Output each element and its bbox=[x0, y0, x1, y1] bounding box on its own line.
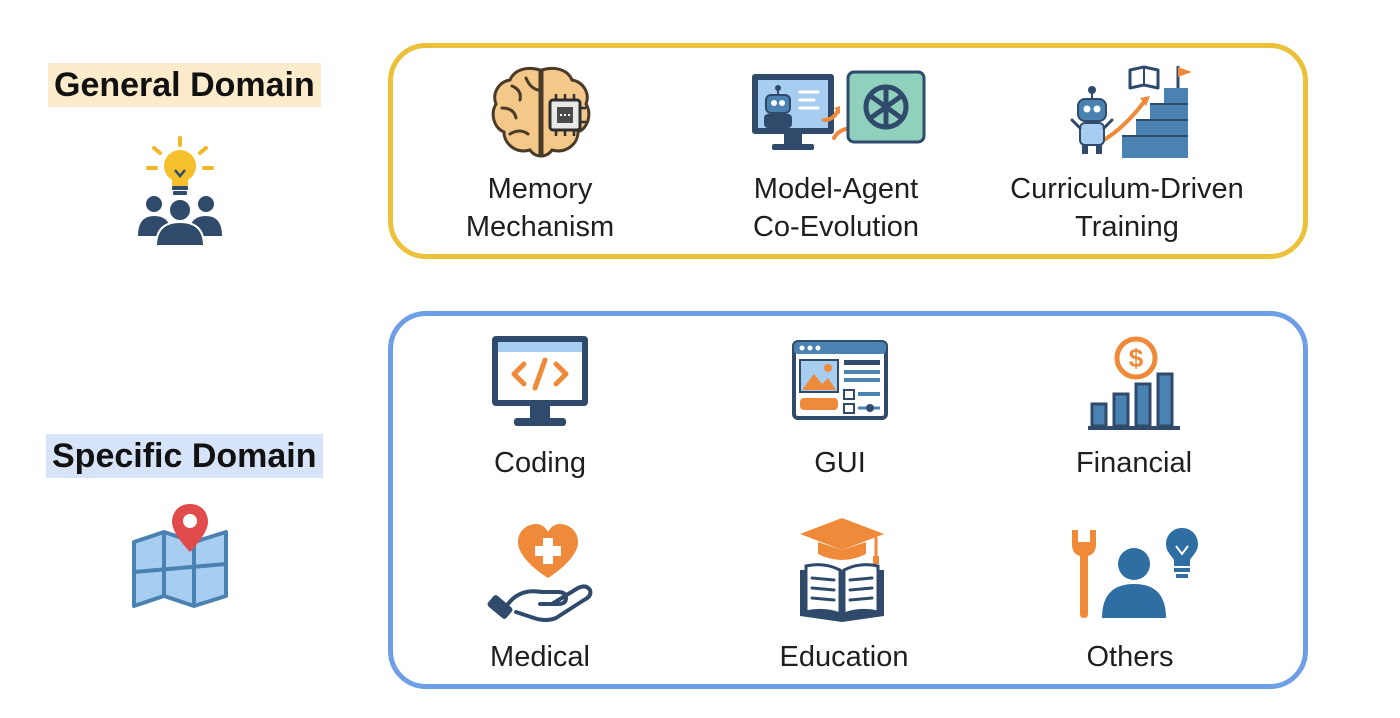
specific-domain-panel bbox=[388, 311, 1308, 689]
code-monitor-icon bbox=[490, 334, 590, 430]
map-pin-icon bbox=[128, 502, 232, 608]
lightbulb-team-icon bbox=[134, 136, 226, 248]
dollar-bar-chart-icon: $ bbox=[1086, 336, 1182, 432]
browser-window-icon bbox=[792, 340, 888, 420]
graduation-book-icon bbox=[796, 514, 888, 624]
general-item-memory-label: Memory Mechanism bbox=[465, 173, 615, 243]
robot-stairs-book-icon bbox=[1068, 64, 1192, 160]
specific-item-financial-label: Financial bbox=[1075, 447, 1193, 479]
specific-item-others-label: Others bbox=[1086, 641, 1174, 673]
wrench-person-bulb-icon bbox=[1066, 526, 1198, 620]
general-item-coevolution-label: Model-Agent Co-Evolution bbox=[752, 173, 920, 243]
specific-item-coding-label: Coding bbox=[494, 447, 586, 479]
brain-chip-icon bbox=[490, 64, 592, 160]
specific-item-medical-label: Medical bbox=[490, 641, 590, 673]
svg-text:$: $ bbox=[1129, 343, 1144, 373]
general-domain-title: General Domain bbox=[48, 63, 321, 107]
specific-item-education-label: Education bbox=[779, 641, 909, 673]
heart-hand-icon bbox=[486, 520, 594, 628]
robot-monitor-exchange-icon bbox=[750, 70, 930, 160]
specific-domain-title: Specific Domain bbox=[46, 434, 323, 478]
specific-item-gui-label: GUI bbox=[814, 447, 866, 479]
general-domain-panel bbox=[388, 43, 1308, 259]
general-item-curriculum-label: Curriculum-Driven Training bbox=[1010, 173, 1244, 243]
